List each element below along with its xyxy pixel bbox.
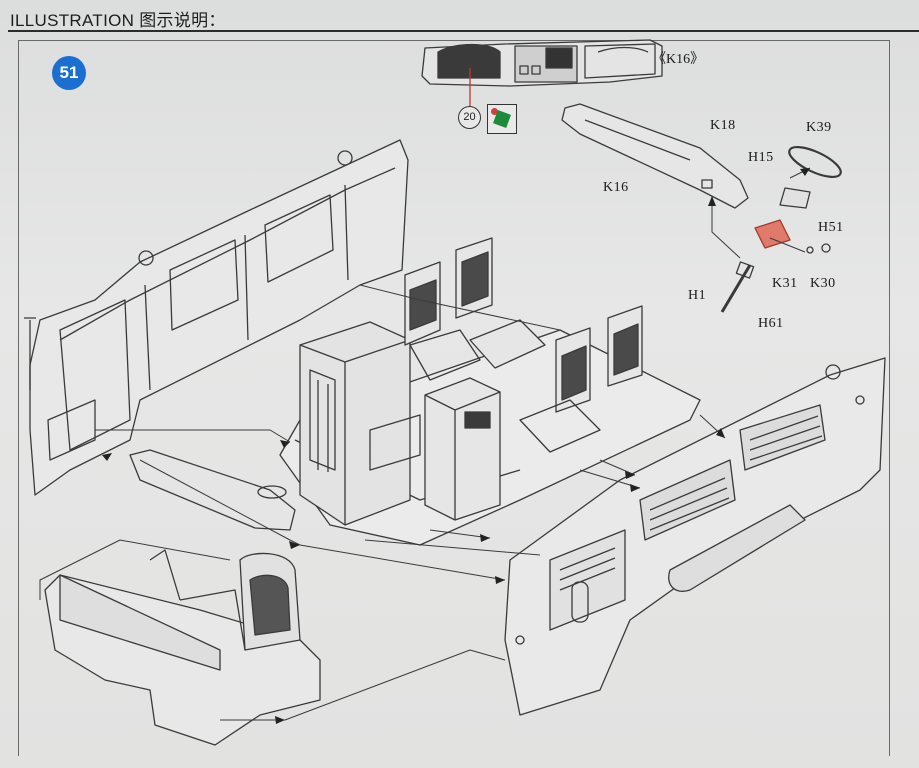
step-number-badge: 51 bbox=[52, 56, 86, 90]
part-label-h61: H61 bbox=[758, 316, 784, 331]
k16-panel bbox=[561, 103, 749, 209]
part-label-k39: K39 bbox=[806, 120, 832, 135]
left-hull-panel bbox=[24, 139, 409, 496]
paint-chip-icon bbox=[487, 104, 517, 134]
part-label-h51: H51 bbox=[818, 220, 844, 235]
part-label-k16: K16 bbox=[603, 180, 629, 195]
equipment-cabinet bbox=[299, 321, 501, 526]
page-header: ILLUSTRATION 图示说明： bbox=[10, 11, 226, 30]
part-label-k30: K30 bbox=[810, 276, 836, 291]
guide-lines bbox=[39, 106, 811, 721]
arrowheads bbox=[102, 168, 810, 724]
part-label-k31: K31 bbox=[772, 276, 798, 291]
header-rule bbox=[8, 30, 919, 32]
k16-reference-label: 《K16》 bbox=[652, 52, 705, 67]
part-label-k18: K18 bbox=[710, 118, 736, 133]
part-label-h15: H15 bbox=[748, 150, 774, 165]
part-label-h1: H1 bbox=[688, 288, 707, 303]
dashboard-part bbox=[421, 39, 663, 106]
crew-seats bbox=[404, 237, 643, 453]
right-hull-panel bbox=[504, 357, 886, 716]
callout-number: 20 bbox=[458, 106, 481, 129]
steering-assembly bbox=[720, 145, 842, 313]
dashboard-assembly bbox=[129, 449, 296, 531]
step-frame bbox=[18, 40, 890, 756]
driver-module bbox=[44, 549, 321, 746]
